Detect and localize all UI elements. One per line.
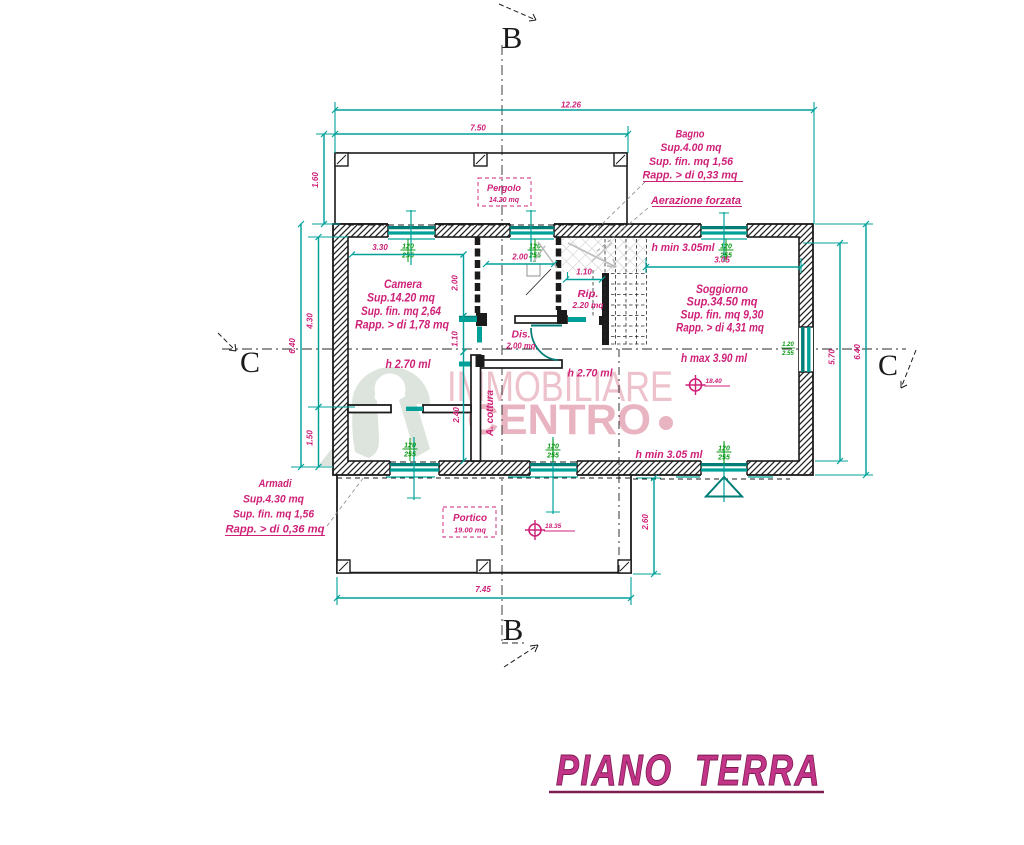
svg-text:7.50: 7.50 [470, 124, 486, 133]
svg-text:Sup. fin. mq 1,56: Sup. fin. mq 1,56 [649, 156, 734, 168]
svg-text:18.35: 18.35 [545, 523, 562, 530]
svg-text:Sup. fin. mq 2,64: Sup. fin. mq 2,64 [361, 306, 442, 318]
svg-text:PIANO TERRA: PIANO TERRA [556, 746, 821, 795]
svg-text:6.40: 6.40 [853, 344, 862, 360]
svg-text:Sup.14.20 mq: Sup.14.20 mq [367, 293, 435, 305]
svg-text:2.00: 2.00 [451, 275, 460, 292]
svg-text:Sup.34.50 mq: Sup.34.50 mq [687, 297, 758, 309]
svg-text:Rapp. > di 1,78 mq: Rapp. > di 1,78 mq [355, 320, 449, 332]
svg-text:12.26: 12.26 [561, 101, 582, 110]
svg-text:Dis.: Dis. [512, 330, 531, 341]
svg-text:Camera: Camera [384, 279, 423, 291]
svg-text:2.60: 2.60 [641, 514, 650, 531]
svg-text:4.30: 4.30 [306, 313, 315, 330]
svg-text:2.55: 2.55 [781, 351, 794, 357]
svg-text:6.40: 6.40 [288, 338, 297, 354]
svg-text:19.00 mq: 19.00 mq [454, 526, 486, 535]
svg-text:IMMOBILIARE: IMMOBILIARE [447, 364, 673, 411]
svg-text:7.45: 7.45 [475, 585, 491, 594]
svg-text:B: B [503, 612, 524, 647]
svg-text:2,00 mq: 2,00 mq [506, 342, 536, 351]
svg-text:Rapp. > di 0,36 mq: Rapp. > di 0,36 mq [226, 524, 325, 536]
svg-text:Pergolo: Pergolo [487, 183, 521, 194]
svg-text:Sup. fin. mq 1,56: Sup. fin. mq 1,56 [233, 509, 315, 521]
svg-text:Rapp. > di 4,31 mq: Rapp. > di 4,31 mq [676, 323, 764, 335]
svg-text:2.40: 2.40 [452, 407, 461, 424]
svg-text:A. cottura: A. cottura [484, 390, 496, 437]
svg-text:h min 3.05ml: h min 3.05ml [652, 242, 716, 254]
svg-text:Rip.: Rip. [578, 289, 599, 300]
svg-text:Rapp. > di 0,33 mq: Rapp. > di 0,33 mq [643, 170, 738, 182]
svg-text:Sup.4.30 mq: Sup.4.30 mq [243, 494, 304, 506]
svg-text:C: C [240, 346, 260, 379]
svg-text:B: B [502, 20, 523, 55]
svg-text:1.10: 1.10 [576, 268, 592, 277]
svg-text:Soggiorno: Soggiorno [696, 284, 748, 296]
svg-text:3.05: 3.05 [714, 256, 730, 265]
svg-text:5.70: 5.70 [828, 349, 837, 365]
svg-text:h 2.70 ml: h 2.70 ml [568, 368, 614, 380]
svg-text:1.50: 1.50 [306, 430, 315, 446]
svg-text:14.20 mq: 14.20 mq [489, 195, 519, 204]
svg-text:h min 3.05 ml: h min 3.05 ml [636, 449, 704, 461]
svg-text:Sup. fin. mq 9,30: Sup. fin. mq 9,30 [681, 310, 765, 322]
svg-text:3.30: 3.30 [372, 243, 388, 252]
svg-text:Aerazione forzata: Aerazione forzata [650, 195, 741, 207]
svg-text:Sup.4.00 mq: Sup.4.00 mq [661, 142, 722, 154]
svg-text:C: C [878, 349, 898, 382]
svg-text:Portico: Portico [453, 513, 487, 524]
svg-text:18.40: 18.40 [706, 378, 723, 385]
svg-text:CENTRO: CENTRO [467, 397, 651, 444]
svg-text:2.00: 2.00 [511, 253, 528, 262]
svg-text:h 2.70 ml: h 2.70 ml [386, 359, 432, 371]
svg-text:2.20 mq: 2.20 mq [571, 301, 603, 310]
svg-text:1.10: 1.10 [451, 331, 460, 347]
svg-text:1.20: 1.20 [782, 342, 794, 348]
svg-text:h max 3.90 ml: h max 3.90 ml [681, 353, 748, 365]
svg-text:Armadi: Armadi [258, 478, 293, 490]
svg-text:Bagno: Bagno [676, 129, 705, 141]
svg-text:1.60: 1.60 [311, 172, 320, 188]
